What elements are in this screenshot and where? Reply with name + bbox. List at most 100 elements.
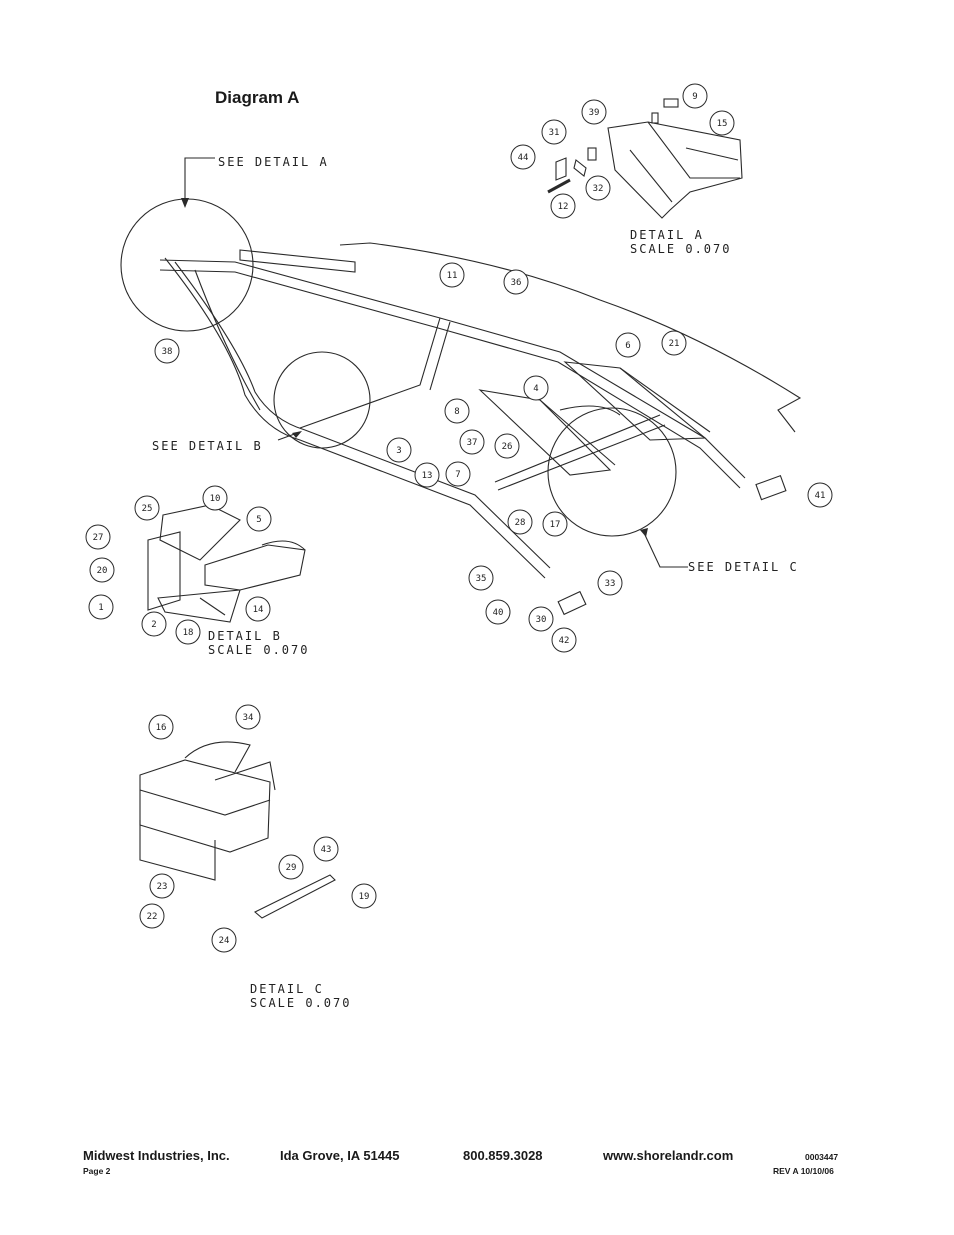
callout-42: 42	[551, 627, 577, 653]
callout-35: 35	[468, 565, 494, 591]
callout-balloon	[414, 462, 440, 488]
callout-balloon	[468, 565, 494, 591]
callout-number: 38	[162, 347, 173, 357]
callout-balloon	[459, 429, 485, 455]
callout-balloon	[503, 269, 529, 295]
detail-c-title: DETAIL C	[250, 982, 324, 996]
callout-number: 2	[151, 620, 156, 630]
callout-38: 38	[154, 338, 180, 364]
callout-balloon	[444, 398, 470, 424]
callout-39: 39	[581, 99, 607, 125]
callout-number: 24	[219, 936, 230, 946]
callout-balloon	[134, 495, 160, 521]
callout-balloon	[807, 482, 833, 508]
callout-balloon	[235, 704, 261, 730]
callout-1: 1	[88, 594, 114, 620]
callout-18: 18	[175, 619, 201, 645]
see-detail-b-label: SEE DETAIL B	[152, 439, 263, 453]
page-title: Diagram A	[215, 88, 300, 107]
callout-26: 26	[494, 433, 520, 459]
callout-balloon	[709, 110, 735, 136]
footer-company: Midwest Industries, Inc.	[83, 1148, 230, 1163]
callout-number: 42	[559, 636, 570, 646]
callout-number: 3	[396, 446, 401, 456]
callout-number: 26	[502, 442, 513, 452]
callout-number: 27	[93, 533, 104, 543]
callout-5: 5	[246, 506, 272, 532]
callout-balloon	[154, 338, 180, 364]
callout-number: 41	[815, 491, 826, 501]
callout-37: 37	[459, 429, 485, 455]
callout-balloon	[148, 714, 174, 740]
callout-41: 41	[807, 482, 833, 508]
callout-balloon	[551, 627, 577, 653]
callout-number: 14	[253, 605, 264, 615]
callout-number: 21	[669, 339, 680, 349]
callout-7: 7	[445, 461, 471, 487]
callout-number: 19	[359, 892, 370, 902]
detail-b-title: DETAIL B	[208, 629, 282, 643]
callout-balloon	[351, 883, 377, 909]
callout-balloon	[141, 611, 167, 637]
footer-revision: REV A 10/10/06	[773, 1166, 834, 1176]
callout-28: 28	[507, 509, 533, 535]
detail-b-scale: SCALE 0.070	[208, 643, 309, 657]
callout-10: 10	[202, 485, 228, 511]
callout-13: 13	[414, 462, 440, 488]
detail-a-title: DETAIL A	[630, 228, 704, 242]
callout-number: 5	[256, 515, 261, 525]
callout-number: 1	[98, 603, 103, 613]
callout-33: 33	[597, 570, 623, 596]
see-detail-a-label: SEE DETAIL A	[218, 155, 329, 169]
callout-number: 34	[243, 713, 254, 723]
callout-number: 9	[692, 92, 697, 102]
callout-23: 23	[149, 873, 175, 899]
callout-balloon	[661, 330, 687, 356]
callout-14: 14	[245, 596, 271, 622]
callout-43: 43	[313, 836, 339, 862]
footer-page-label: Page 2	[83, 1166, 111, 1176]
callout-number: 23	[157, 882, 168, 892]
callout-16: 16	[148, 714, 174, 740]
callout-number: 44	[518, 153, 529, 163]
callout-12: 12	[550, 193, 576, 219]
callout-2: 2	[141, 611, 167, 637]
callout-number: 39	[589, 108, 600, 118]
callout-balloon	[313, 836, 339, 862]
footer-phone: 800.859.3028	[463, 1148, 543, 1163]
callout-balloon	[485, 599, 511, 625]
callout-balloon	[149, 873, 175, 899]
callout-balloon	[85, 524, 111, 550]
callout-25: 25	[134, 495, 160, 521]
callout-number: 8	[454, 407, 459, 417]
callout-number: 11	[447, 271, 458, 281]
callout-number: 22	[147, 912, 158, 922]
footer-location: Ida Grove, IA 51445	[280, 1148, 400, 1163]
callout-balloon	[175, 619, 201, 645]
callout-number: 18	[183, 628, 194, 638]
callout-balloon	[445, 461, 471, 487]
callout-20: 20	[89, 557, 115, 583]
callout-number: 6	[625, 341, 630, 351]
callout-balloon	[494, 433, 520, 459]
callout-number: 43	[321, 845, 332, 855]
callout-balloon	[581, 99, 607, 125]
callout-29: 29	[278, 854, 304, 880]
callout-4: 4	[523, 375, 549, 401]
callout-balloon	[615, 332, 641, 358]
callout-27: 27	[85, 524, 111, 550]
callout-balloon	[528, 606, 554, 632]
detail-c-scale: SCALE 0.070	[250, 996, 351, 1010]
footer: Midwest Industries, Inc. Ida Grove, IA 5…	[83, 1146, 840, 1186]
callout-36: 36	[503, 269, 529, 295]
callout-balloon	[139, 903, 165, 929]
callout-balloon	[523, 375, 549, 401]
callout-balloon	[682, 83, 708, 109]
callout-6: 6	[615, 332, 641, 358]
callout-8: 8	[444, 398, 470, 424]
callout-balloon	[542, 511, 568, 537]
callout-34: 34	[235, 704, 261, 730]
callout-number: 7	[455, 470, 460, 480]
callout-number: 4	[533, 384, 538, 394]
callout-40: 40	[485, 599, 511, 625]
